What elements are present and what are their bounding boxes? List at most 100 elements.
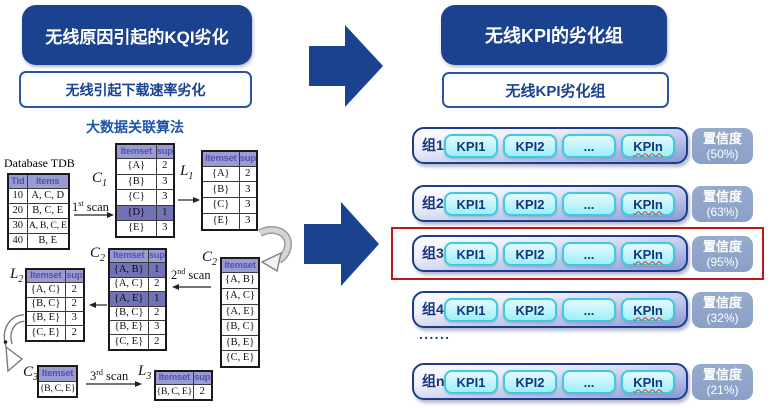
table-row: {B, C} — [220, 319, 260, 336]
table-row: 20 B, C, E — [7, 202, 70, 219]
table-row: {A, E} — [220, 303, 260, 321]
algorithm-title: 大数据关联算法 — [86, 119, 184, 135]
table-row: {A, C} 2 — [25, 282, 85, 298]
group-label: 组1 — [422, 137, 444, 153]
scan3-label: 3rd scan — [90, 368, 129, 384]
table-row: 10 A, C, D — [7, 187, 70, 204]
table-row: {A} 2 — [115, 158, 175, 175]
kpin-chip: KPIn — [621, 192, 675, 216]
right-header-title-box: 无线KPI的劣化组 — [441, 5, 667, 65]
group-label: 组n — [422, 373, 445, 389]
confidence-badge-1: 置信度 (50%) — [692, 128, 753, 164]
l3-table: Itemset sup {B, C, E} 2 — [154, 370, 213, 401]
table-row: {C, E} 2 — [25, 325, 85, 342]
kpin-chip: KPIn — [621, 242, 675, 266]
c2-table: Itemset sup {A, B} 1 {A, C} 2 {A, E} 1 {… — [108, 248, 167, 351]
c3-label: C3 — [23, 364, 39, 383]
kpi-group-row-1: 组1 KPI1 KPI2 ... KPIn — [412, 127, 688, 164]
table-row-highlighted: {A, B} 1 — [108, 262, 167, 278]
table-row: {C, E} 2 — [108, 334, 167, 351]
group-label: 组2 — [422, 195, 444, 211]
scan1-label: 1st scan — [72, 199, 109, 215]
kpi2-chip: KPI2 — [503, 192, 557, 216]
l1-table: Itemset sup {A} 2 {B} 3 {C} 3 {E} 3 — [201, 150, 258, 231]
scan2-arrow-icon — [172, 284, 211, 290]
confidence-badge-2: 置信度 (63%) — [692, 186, 753, 222]
c2-candidates-label: C2 — [202, 249, 218, 268]
scan3-arrow-icon — [86, 381, 142, 387]
table-row: {A, B} — [220, 272, 260, 289]
table-row: 30 A, B, C, E — [7, 217, 70, 234]
table-row-highlighted: {A, E} 1 — [108, 291, 167, 307]
right-arrow-icon-top — [309, 25, 383, 107]
table-row: {A, C} — [220, 287, 260, 305]
kpi-group-row-2: 组2 KPI1 KPI2 ... KPIn — [412, 185, 688, 222]
left-header-title-box: 无线原因引起的KQI劣化 — [22, 5, 252, 65]
kpi1-chip: KPI1 — [444, 242, 498, 266]
kpi1-chip: KPI1 — [444, 298, 498, 322]
table-row: 40 B, E — [7, 232, 70, 250]
right-arrow-icon-middle — [304, 202, 379, 286]
kpi-ellipsis-chip: ... — [562, 242, 616, 266]
table-row: {B} 3 — [115, 173, 175, 191]
table-row: {E} 3 — [115, 220, 175, 238]
table-row: {B, E} 3 — [25, 311, 85, 327]
kpi-ellipsis-chip: ... — [562, 192, 616, 216]
kpi2-chip: KPI2 — [503, 242, 557, 266]
table-row: {B, E} 3 — [108, 319, 167, 336]
right-header-title: 无线KPI的劣化组 — [484, 26, 623, 46]
c3-table: Itemset {B, C, E} — [37, 365, 78, 398]
curved-arrow-icon-right — [258, 226, 293, 272]
l2-arrow-icon — [89, 302, 107, 308]
group-label: 组4 — [422, 301, 444, 317]
l1-label: L1 — [180, 163, 194, 182]
kpin-chip: KPIn — [621, 298, 675, 322]
left-header-title: 无线原因引起的KQI劣化 — [45, 27, 229, 47]
l3-label: L3 — [138, 363, 152, 382]
c1-label: C1 — [92, 170, 108, 189]
right-header-subtitle: 无线KPI劣化组 — [505, 82, 606, 100]
kpi-ellipsis-chip: ... — [562, 370, 616, 394]
row3-highlight-rectangle — [391, 227, 764, 280]
c1-table: Itemset sup {A} 2 {B} 3 {C} 3 {D} 1 {E} … — [115, 143, 175, 238]
kpi-ellipsis-chip: ... — [562, 134, 616, 158]
kpi-group-row-3: 组3 KPI1 KPI2 ... KPIn — [412, 235, 688, 272]
kpi2-chip: KPI2 — [503, 134, 557, 158]
scan2-label: 2nd scan — [171, 267, 211, 283]
database-caption: Database TDB — [4, 156, 75, 170]
table-row: {C} 3 — [201, 197, 258, 214]
table-row: {B, C} 2 — [25, 296, 85, 313]
table-row: {C} 3 — [115, 189, 175, 206]
kpi2-chip: KPI2 — [503, 370, 557, 394]
table-row: {C, E} — [220, 350, 260, 368]
right-header-subtitle-box: 无线KPI劣化组 — [442, 72, 669, 108]
table-row: {B, E} — [220, 334, 260, 352]
kpi-group-row-n: 组n KPI1 KPI2 ... KPIn — [412, 363, 688, 400]
db-header-tid: Tid — [7, 173, 28, 189]
groups-ellipsis: ...... — [419, 327, 451, 342]
database-table: Tid Items 10 A, C, D 20 B, C, E 30 A, B,… — [7, 173, 70, 250]
l2-table: Itemset sup {A, C} 2 {B, C} 2 {B, E} 3 {… — [25, 268, 85, 342]
db-header-items: Items — [26, 173, 70, 189]
kpi-ellipsis-chip: ... — [562, 298, 616, 322]
table-row: {B, C} 2 — [108, 305, 167, 321]
kpin-chip: KPIn — [621, 370, 675, 394]
confidence-badge-n: 置信度 (21%) — [692, 364, 753, 400]
table-row: {B} 3 — [201, 181, 258, 199]
kpi1-chip: KPI1 — [444, 134, 498, 158]
l2-label: L2 — [10, 266, 24, 285]
table-row: {B, C, E} — [37, 380, 78, 398]
kpi1-chip: KPI1 — [444, 370, 498, 394]
table-row: {A, C} 2 — [108, 276, 167, 293]
l1-arrow-icon — [178, 197, 200, 203]
curved-arrow-icon-left — [3, 314, 25, 373]
c2-label: C2 — [90, 245, 106, 264]
kpi2-chip: KPI2 — [503, 298, 557, 322]
kpin-chip: KPIn — [621, 134, 675, 158]
scan1-arrow-icon — [74, 212, 114, 218]
kpi1-chip: KPI1 — [444, 192, 498, 216]
group-label: 组3 — [422, 245, 444, 261]
kpi-group-row-4: 组4 KPI1 KPI2 ... KPIn — [412, 291, 688, 328]
table-row: {E} 3 — [201, 213, 258, 231]
